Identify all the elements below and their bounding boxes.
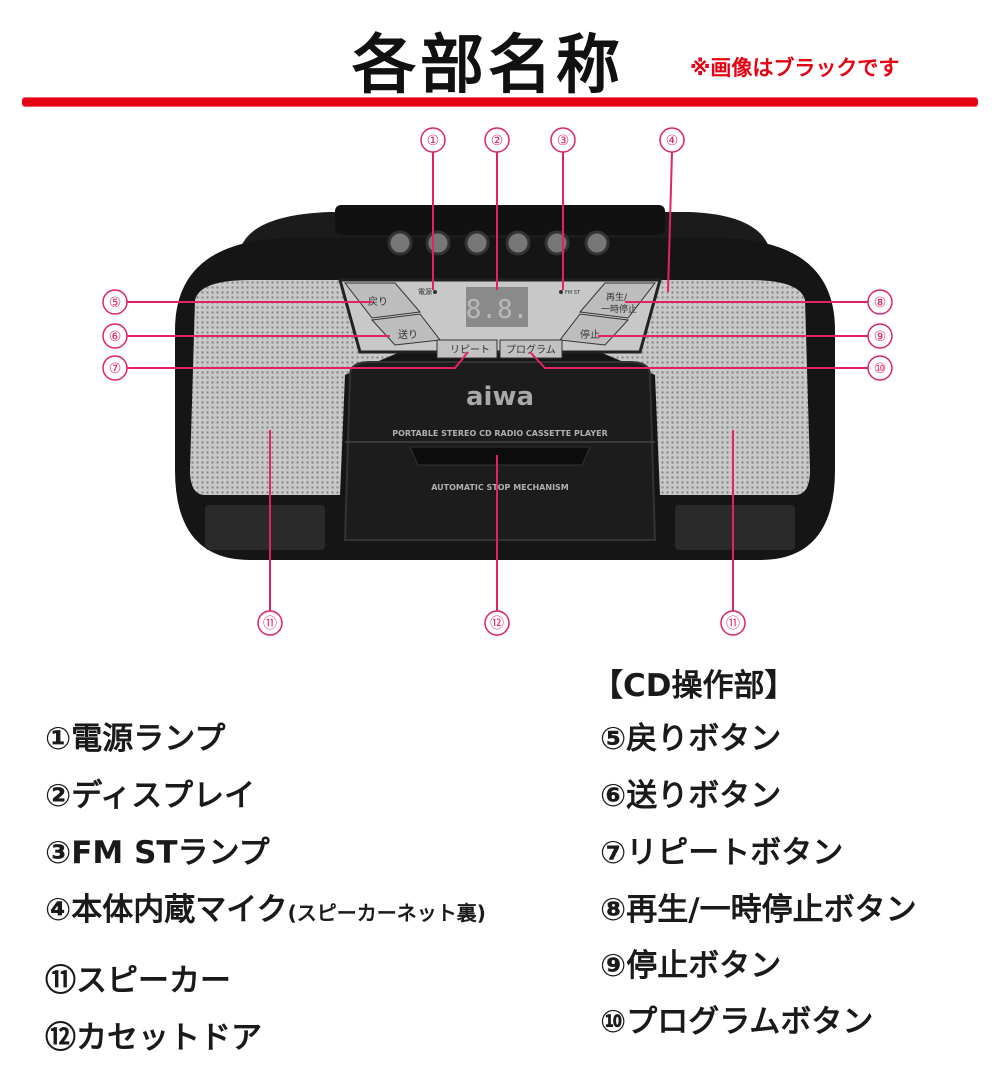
back-label: 戻り	[368, 295, 388, 308]
color-note: ※画像はブラックです	[690, 56, 900, 80]
cd-lid	[335, 205, 665, 235]
legend-cd-header: 【CD操作部】	[592, 668, 796, 704]
display-digits: 8.8.	[466, 295, 529, 325]
page-title: 各部名称	[352, 29, 624, 103]
title-underline	[22, 98, 978, 106]
callout-lines	[127, 151, 868, 611]
callout-5: ⑤	[102, 289, 128, 315]
svg-text:①: ①	[427, 133, 440, 149]
model-text: PORTABLE STEREO CD RADIO CASSETTE PLAYER	[392, 429, 608, 438]
speaker-left	[190, 280, 405, 495]
svg-text:⑩: ⑩	[874, 361, 887, 377]
svg-text:⑧: ⑧	[874, 295, 887, 311]
foot-right	[675, 505, 795, 550]
cassette-window	[409, 446, 591, 466]
legend-forward: ⑥送りボタン	[600, 778, 782, 814]
legend-back: ⑤戻りボタン	[600, 721, 782, 757]
legend-mic: ④本体内蔵マイク(スピーカーネット裏)	[45, 884, 486, 929]
legend-mic-label: ④本体内蔵マイク	[45, 892, 288, 928]
callout-9: ⑨	[867, 323, 893, 349]
callout-11-left: ⑪	[257, 610, 283, 636]
svg-text:④: ④	[666, 133, 679, 149]
control-knobs	[387, 230, 610, 256]
callout-7: ⑦	[102, 355, 128, 381]
fm-st-label: FM ST	[565, 290, 581, 296]
callout-2: ②	[484, 127, 510, 153]
svg-text:⑦: ⑦	[109, 361, 122, 377]
speaker-right	[595, 280, 810, 495]
door-text: AUTOMATIC STOP MECHANISM	[431, 483, 569, 492]
pause-label: 一時停止	[601, 303, 637, 315]
callout-4: ④	[659, 127, 685, 153]
stop-label: 停止	[580, 328, 600, 341]
legend-display: ②ディスプレイ	[45, 778, 256, 814]
svg-text:⑥: ⑥	[109, 329, 122, 345]
svg-text:⑤: ⑤	[109, 295, 122, 311]
back-button	[343, 282, 421, 319]
legend-cassette-door: ⑫カセットドア	[45, 1020, 262, 1056]
power-lamp	[433, 290, 437, 294]
callout-6: ⑥	[102, 323, 128, 349]
power-label: 電源	[418, 287, 432, 296]
legend-fm-st-lamp: ③FM STランプ	[45, 835, 270, 871]
svg-text:③: ③	[557, 133, 570, 149]
legend-power-lamp: ①電源ランプ	[45, 721, 226, 757]
repeat-label: リピート	[450, 344, 490, 356]
program-button	[499, 339, 563, 359]
brand-logo: aiwa	[466, 382, 534, 412]
legend-program: ⑩プログラムボタン	[600, 1004, 874, 1040]
legend-mic-note: (スピーカーネット裏)	[287, 901, 486, 925]
svg-text:⑪: ⑪	[726, 616, 740, 632]
foot-left	[205, 505, 325, 550]
play-pause-button	[579, 282, 657, 319]
svg-text:⑪: ⑪	[263, 616, 277, 632]
play-label: 再生/	[606, 291, 628, 303]
program-label: プログラム	[506, 343, 556, 356]
legend-stop: ⑨停止ボタン	[600, 948, 782, 984]
callout-3: ③	[550, 127, 576, 153]
legend-play-pause: ⑧再生/一時停止ボタン	[600, 892, 917, 928]
fm-st-lamp	[559, 290, 563, 294]
callout-1: ①	[420, 127, 446, 153]
repeat-button	[436, 339, 498, 359]
callout-12: ⑫	[484, 610, 510, 636]
forward-label: 送り	[398, 328, 418, 341]
svg-text:⑫: ⑫	[490, 616, 504, 632]
legend-repeat: ⑦リピートボタン	[600, 835, 844, 871]
svg-text:⑨: ⑨	[874, 329, 887, 345]
product-diagram: 8.8. 電源 FM ST 戻り 送り 再生/ 一時停止 停止 リピート プログ…	[102, 127, 893, 636]
legend-speaker: ⑪スピーカー	[45, 963, 231, 999]
callout-11-right: ⑪	[720, 610, 746, 636]
svg-text:②: ②	[491, 133, 504, 149]
led-display	[466, 287, 528, 327]
callout-8: ⑧	[867, 289, 893, 315]
callout-10: ⑩	[867, 355, 893, 381]
